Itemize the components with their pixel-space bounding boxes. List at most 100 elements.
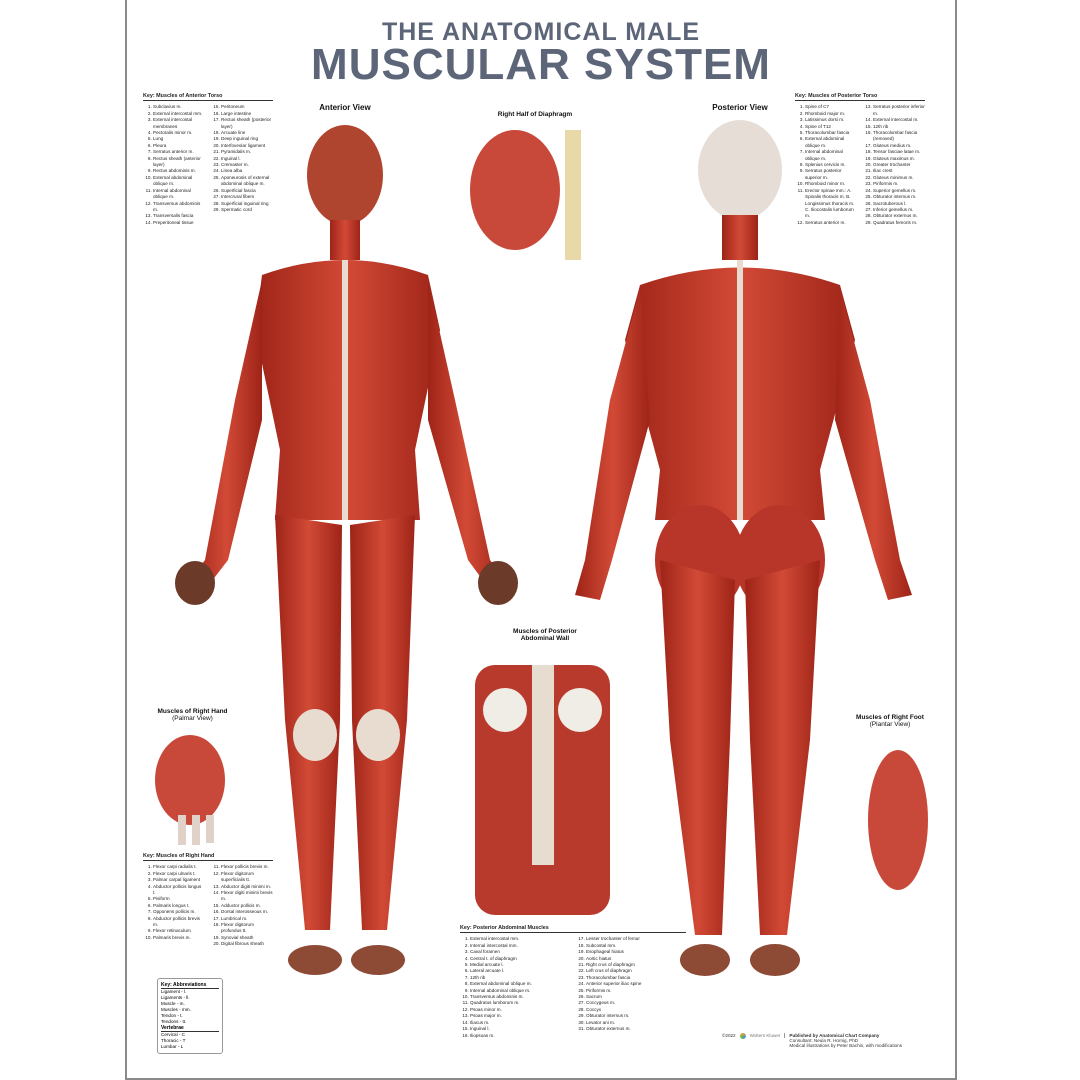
key-item: Iliopsoas m. — [470, 1033, 570, 1039]
publisher-line2: Consultant: Neula R. Hornig, PhD — [789, 1038, 859, 1043]
key-item: Erector spinae mm.: A. Spinalis thoracis… — [805, 188, 857, 220]
key-item: Obturator externus m. — [873, 213, 925, 219]
key-abdominal: Key: Posterior Abdominal MusclesExternal… — [460, 925, 686, 1039]
key-item: Central t. of diaphragm — [470, 956, 570, 962]
key-item: Caval foramen — [470, 949, 570, 955]
key-item: External abdominal oblique m. — [805, 136, 857, 149]
publisher-line3: Medical illustrations by Peter Bachin, w… — [789, 1043, 903, 1048]
key-item: Palmaris longus t. — [153, 903, 205, 909]
key-item: Spine of C7 — [805, 104, 857, 110]
key-item: Iliacus m. — [470, 1020, 570, 1026]
diaphragm-inset — [470, 130, 581, 260]
key-item: Digital fibrous sheath — [221, 941, 273, 947]
key-item: Lesser trochanter of femur — [586, 936, 686, 942]
title-line1: THE ANATOMICAL MALE — [381, 18, 701, 46]
key-item: Subcostal mm. — [586, 943, 686, 949]
key-item: Esophageal hiatus — [586, 949, 686, 955]
posterior-figure — [575, 120, 912, 976]
key-item: Synovial sheath — [221, 935, 273, 941]
key-item: Deep inguinal ring — [221, 136, 273, 142]
key-item: Obturator internus m. — [586, 1013, 686, 1019]
copyright: ©2022 — [722, 1033, 736, 1038]
abbr-item: Thoracic - T — [161, 1038, 186, 1043]
key-item: Flexor digitorum profundus tt. — [221, 922, 273, 935]
key-item: Rectus sheath (posterior layer) — [221, 117, 273, 130]
hand-subtitle: (Palmar View) — [172, 715, 213, 722]
key-item: Quadratus femoris m. — [873, 220, 925, 226]
publisher-block: ©2022 Wolters Kluwer Published by Anatom… — [722, 1033, 902, 1048]
key-item: Thoracolumbar fascia — [805, 130, 857, 136]
key-item: External intercostal membranes — [153, 117, 205, 130]
key-item: Serratus posterior inferior m. — [873, 104, 925, 117]
key-item: Dorsal interosseous m. — [221, 909, 273, 915]
key-item: Cremaster m. — [221, 162, 273, 168]
brand: Wolters Kluwer — [750, 1033, 786, 1038]
key-item: Pleura — [153, 143, 205, 149]
key-item: Splenius cervicis m. — [805, 162, 857, 168]
key-anterior-torso: Key: Muscles of Anterior TorsoSubclavius… — [143, 93, 273, 226]
key-item: Anterior superior iliac spine — [586, 981, 686, 987]
key-abbreviations: Key: Abbreviations Ligament - l.Ligament… — [157, 978, 223, 1054]
key-item: Tensor fasciae latae m. — [873, 149, 925, 155]
key-title: Key: Posterior Abdominal Muscles — [460, 925, 686, 934]
key-item: Flexor pollicis brevis m. — [221, 864, 273, 870]
key-item: Sacrotuberous l. — [873, 201, 925, 207]
key-item: Flexor digiti minimi brevis m. — [221, 890, 273, 903]
key-item: Peritoneum — [221, 104, 273, 110]
key-item: Levator ani m. — [586, 1020, 686, 1026]
key-item: Left crus of diaphragm — [586, 968, 686, 974]
brand-logo-icon — [739, 1033, 746, 1039]
key-item: Pectoralis minor m. — [153, 130, 205, 136]
section-anterior-view: Anterior View — [319, 103, 371, 112]
key-item: Lung — [153, 136, 205, 142]
key-item: 12th rib — [873, 124, 925, 130]
key-item: External abdominal oblique m. — [153, 175, 205, 188]
abbr-item: Lumbar - L — [161, 1044, 184, 1049]
foot-inset — [868, 750, 928, 890]
abbr-item: Ligament - l. — [161, 989, 187, 994]
key-item: Piriformis m. — [586, 988, 686, 994]
key-item: Flexor retinaculum — [153, 928, 205, 934]
key-item: Subclavius m. — [153, 104, 205, 110]
key-posterior-torso: Key: Muscles of Posterior TorsoSpine of … — [795, 93, 925, 226]
abbr-item: Tendons - tt. — [161, 1019, 187, 1024]
key-item: Serratus anterior m. — [153, 149, 205, 155]
abbr-item: Muscle - m. — [161, 1001, 185, 1006]
publisher-line1: Published by Anatomical Chart Company — [789, 1033, 880, 1038]
key-right-hand: Key: Muscles of Right HandFlexor carpi r… — [143, 853, 273, 948]
key-item: Coccyx — [586, 1007, 686, 1013]
abbr-title: Key: Abbreviations — [161, 982, 219, 989]
title-line2: MUSCULAR SYSTEM — [311, 40, 771, 89]
key-item: Latissimus dorsi m. — [805, 117, 857, 123]
foot-subtitle: (Plantar View) — [869, 721, 911, 728]
key-item: Aponeurosis of external abdominal obliqu… — [221, 175, 273, 188]
section-foot: Muscles of Right Foot(Plantar View) — [840, 714, 940, 728]
foot-title: Muscles of Right Foot — [856, 714, 924, 721]
key-item: Internal abdominal oblique m. — [470, 988, 570, 994]
key-item: Rectus abdominis m. — [153, 168, 205, 174]
section-diaphragm: Right Half of Diaphragm — [497, 111, 573, 118]
key-item: Medial arcuate l. — [470, 962, 570, 968]
key-item: Inferior gemellus m. — [873, 207, 925, 213]
key-item: Transversalis fascia — [153, 213, 205, 219]
anterior-figure — [175, 125, 518, 975]
key-item: Flexor digitorum superficialis tt. — [221, 871, 273, 884]
key-item: Palmar carpal ligament — [153, 877, 205, 883]
key-item: Rectus sheath (anterior layer) — [153, 156, 205, 169]
key-item: Abductor digiti minimi m. — [221, 884, 273, 890]
key-item: Obturator internus m. — [873, 194, 925, 200]
key-item: Flexor carpi ulnaris t. — [153, 871, 205, 877]
key-item: 12th rib — [470, 975, 570, 981]
key-item: Transversus abdominis m. — [470, 994, 570, 1000]
key-item: Large intestine — [221, 111, 273, 117]
key-item: Superficial fascia — [221, 188, 273, 194]
key-title: Key: Muscles of Posterior Torso — [795, 93, 925, 102]
key-item: Transversus abdominis m. — [153, 201, 205, 214]
key-item: Linea alba — [221, 168, 273, 174]
key-item: Lateral arcuate l. — [470, 968, 570, 974]
key-item: Intercrural fibers — [221, 194, 273, 200]
key-item: Lumbrical m. — [221, 916, 273, 922]
key-item: Inguinal l. — [221, 156, 273, 162]
